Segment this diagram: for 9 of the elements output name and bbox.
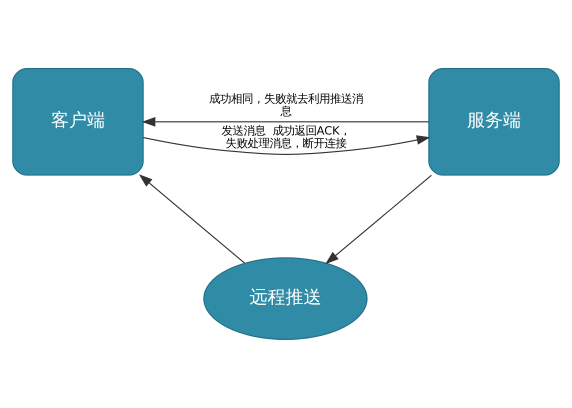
node-ellipse: 远程推送 xyxy=(203,257,368,340)
arrow xyxy=(325,174,432,264)
edge-label: 成功相同，失败就去利用推送消息 xyxy=(209,92,363,118)
arrow xyxy=(138,174,245,264)
edge-label: 发送消息 成功返回ACK，失败处理消息，断开连接 xyxy=(221,123,351,150)
node-box: 服务端 xyxy=(428,68,560,176)
node-box: 客户端 xyxy=(12,68,144,176)
arrow xyxy=(142,117,429,127)
arrow xyxy=(143,135,430,155)
